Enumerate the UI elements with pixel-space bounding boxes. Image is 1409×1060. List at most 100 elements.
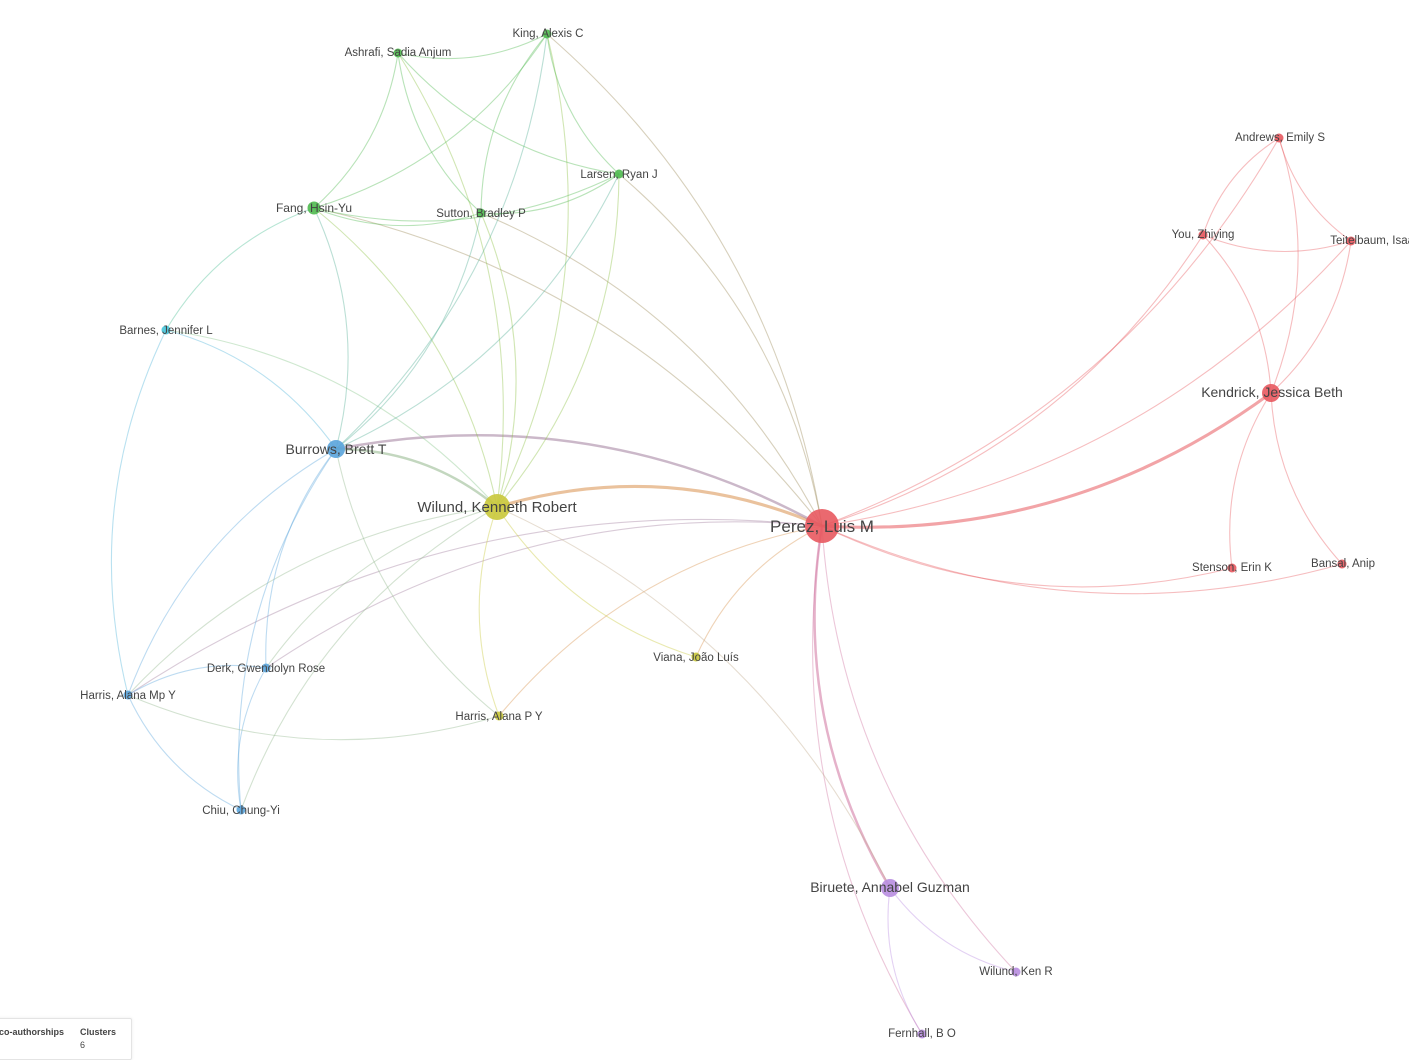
node-barnes[interactable] [161, 325, 171, 335]
node-king[interactable] [542, 29, 552, 39]
link-wilund_kr-harris_amy [127, 506, 498, 696]
link-wilund_kr-sutton [480, 212, 517, 508]
node-ashrafi[interactable] [393, 48, 403, 58]
node-andrews[interactable] [1274, 133, 1284, 143]
link-perez-burrows [335, 434, 823, 528]
link-perez-sutton [480, 212, 823, 527]
node-harris_amy[interactable] [123, 690, 133, 700]
link-burrows-derk [265, 448, 337, 669]
node-label-teitelbaum: Teitelbaum, Isaac [1330, 235, 1409, 247]
link-wilund_kr-ashrafi [397, 52, 504, 508]
legend-clusters-label: Clusters [80, 1027, 117, 1037]
node-label-ashrafi: Ashrafi, Sadia Anjum [345, 47, 452, 59]
legend-coauthorships: co-authorships [0, 1027, 64, 1040]
link-kendrick-stenson [1229, 392, 1272, 569]
link-ashrafi-sutton [397, 52, 482, 214]
node-stenson[interactable] [1227, 563, 1237, 573]
link-derk-chiu [237, 667, 267, 811]
legend-clusters: Clusters 6 [80, 1027, 116, 1050]
link-wilund_kr-derk [265, 506, 498, 669]
node-label-fernhall: Fernhall, B O [888, 1028, 956, 1040]
node-kendrick[interactable] [1262, 384, 1280, 402]
link-burrows-harris_amy [127, 448, 337, 696]
link-wilund_kr-harris_apy [478, 506, 500, 717]
link-perez-fernhall [812, 525, 923, 1035]
node-label-derk: Derk, Gwendolyn Rose [207, 663, 325, 675]
link-you-teitelbaum [1202, 234, 1352, 253]
node-harris_apy[interactable] [494, 711, 504, 721]
link-fang-larsen [313, 173, 620, 222]
node-bansal[interactable] [1337, 559, 1347, 569]
link-kendrick-you [1202, 234, 1272, 394]
link-biruete-wilund_kr [496, 506, 891, 889]
link-wilund_kr-viana [496, 506, 697, 658]
link-king-larsen [546, 33, 620, 175]
link-derk-harris_amy [127, 664, 267, 696]
node-label-barnes: Barnes, Jennifer L [119, 325, 213, 337]
link-biruete-fernhall [887, 887, 923, 1035]
node-teitelbaum[interactable] [1346, 236, 1356, 246]
link-biruete-wilund_ken [889, 887, 1017, 973]
link-kendrick-teitelbaum [1270, 240, 1352, 394]
legend-coauthorships-label: co-authorships [0, 1027, 65, 1037]
node-fernhall[interactable] [917, 1029, 927, 1039]
node-biruete[interactable] [881, 879, 899, 897]
node-wilund_ken[interactable] [1011, 967, 1021, 977]
link-perez-viana [695, 525, 823, 658]
link-perez-andrews [821, 137, 1280, 527]
link-burrows-harris_apy [335, 448, 500, 717]
link-fang-ashrafi [313, 52, 399, 209]
link-perez-derk [265, 521, 823, 669]
link-burrows-sutton [335, 212, 482, 450]
link-perez-stenson [821, 525, 1233, 588]
node-you[interactable] [1198, 230, 1208, 240]
link-burrows-fang [313, 207, 349, 450]
link-perez-king [546, 33, 823, 527]
node-label-andrews: Andrews, Emily S [1235, 132, 1325, 144]
node-chiu[interactable] [236, 805, 246, 815]
link-wilund_kr-king [496, 33, 569, 508]
link-perez-larsen [618, 173, 823, 527]
link-perez-teitelbaum [821, 240, 1352, 527]
link-wilund_kr-fang [313, 207, 498, 508]
link-harris_amy-chiu [127, 694, 242, 811]
legend-panel: co-authorships Clusters 6 [0, 1018, 132, 1060]
link-ashrafi-larsen [397, 52, 620, 175]
link-perez-kendrick [821, 391, 1272, 529]
node-label-viana: Viana, João Luís [653, 652, 739, 664]
node-wilund_kr[interactable] [484, 494, 510, 520]
node-viana[interactable] [691, 652, 701, 662]
link-perez-harris_amy [127, 518, 823, 696]
nodes-layer [123, 29, 1356, 1039]
link-fang-sutton [313, 207, 482, 227]
node-larsen[interactable] [614, 169, 624, 179]
node-label-larsen: Larsen, Ryan J [580, 169, 657, 181]
link-perez-you [821, 234, 1204, 527]
node-label-chiu: Chiu, Chung-Yi [202, 805, 280, 817]
node-label-harris_apy: Harris, Alana P Y [455, 711, 542, 723]
link-barnes-harris_amy [110, 329, 167, 696]
node-label-sutton: Sutton, Bradley P [436, 208, 526, 220]
link-perez-bansal [821, 525, 1343, 595]
node-burrows[interactable] [327, 440, 345, 458]
link-kendrick-andrews [1270, 137, 1299, 394]
link-sutton-larsen [480, 173, 620, 215]
link-perez-wilund_kr [496, 484, 823, 528]
node-label-you: You, Zhiying [1172, 229, 1235, 241]
node-derk[interactable] [261, 663, 271, 673]
link-harris_amy-harris_apy [127, 694, 500, 741]
links-layer [110, 33, 1352, 1035]
node-sutton[interactable] [476, 208, 486, 218]
link-king-sutton [480, 33, 548, 214]
link-wilund_kr-larsen [496, 173, 620, 508]
link-fang-barnes [165, 207, 315, 331]
node-fang[interactable] [307, 201, 321, 215]
link-perez-fang [313, 207, 823, 527]
node-label-harris_amy: Harris, Alana Mp Y [80, 690, 176, 702]
node-label-biruete: Biruete, Annabel Guzman [810, 879, 970, 895]
link-perez-harris_apy [498, 525, 823, 717]
link-andrews-teitelbaum [1278, 137, 1352, 242]
node-perez[interactable] [805, 509, 839, 543]
